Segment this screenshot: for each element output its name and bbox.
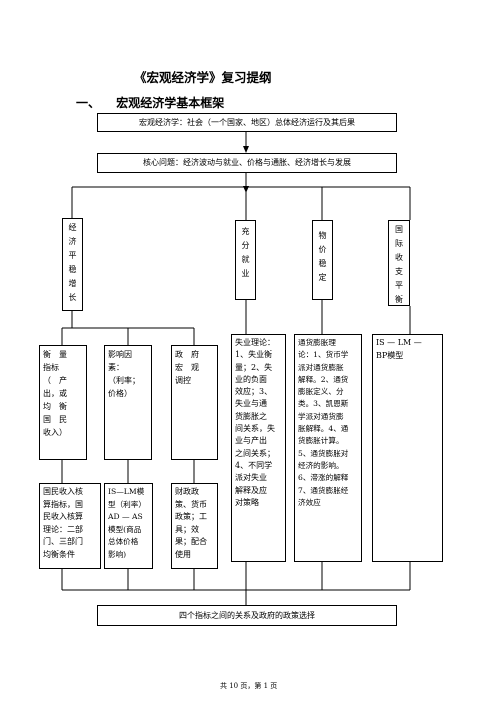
section-title: 宏观经济学基本框架 <box>116 96 225 110</box>
measure-indicator-box: 衡 量 指标 （ 产 出，或 均 衡 国 民 收入） <box>39 345 87 460</box>
page-footer: 共 10 页，第 1 页 <box>220 682 278 690</box>
is-lm-bp-model-box: IS — LM — BP模型 <box>372 334 443 562</box>
goal-price-stability-box: 物 价 稳 定 <box>312 220 333 300</box>
goal-balance-of-payments-box: 国 际 收 支 平 衡 <box>388 220 410 306</box>
national-income-accounting-box: 国民收入核 算指标，国 民收入核算 理论：二部 门、三部门 均衡条件 <box>39 483 101 569</box>
core-question-box: 核心问题：经济波动与就业、价格与通胀、经济增长与发展 <box>97 153 397 173</box>
government-regulation-box: 政 府 宏 观 调控 <box>171 345 218 460</box>
section-heading: 一、 宏观经济学基本框架 <box>76 94 224 111</box>
page-title: 《宏观经济学》复习提纲 <box>134 70 272 85</box>
islm-adas-model-box: IS—LM模 型（利率） AD — AS 模型(商品 总体价格 影响) <box>104 483 153 569</box>
inflation-theory-box: 通货膨胀理 论：1、货币学 派对通货膨胀 解释。2、通货 膨胀定义、分 类。3、… <box>294 334 362 562</box>
unemployment-theory-box: 失业理论： 1、失业衡 量；2、失 业的负面 效应；3、 失业与通 货膨胀之 间… <box>231 334 286 562</box>
macro-definition-box: 宏观经济学：社会（一个国家、地区）总体经济运行及其后果 <box>97 113 397 132</box>
goal-stable-growth-box: 经 济 平 稳 增 长 <box>62 218 83 311</box>
influence-factors-box: 影响因 素： （利率； 价格） <box>104 345 152 460</box>
fiscal-monetary-policy-box: 财政政 策、货币 政策；工 具；效 果；配合 使用 <box>171 483 218 569</box>
goal-full-employment-box: 充 分 就 业 <box>235 220 256 300</box>
policy-choice-box: 四个指标之间的关系及政府的政策选择 <box>97 605 397 626</box>
section-number: 一、 <box>76 96 101 110</box>
